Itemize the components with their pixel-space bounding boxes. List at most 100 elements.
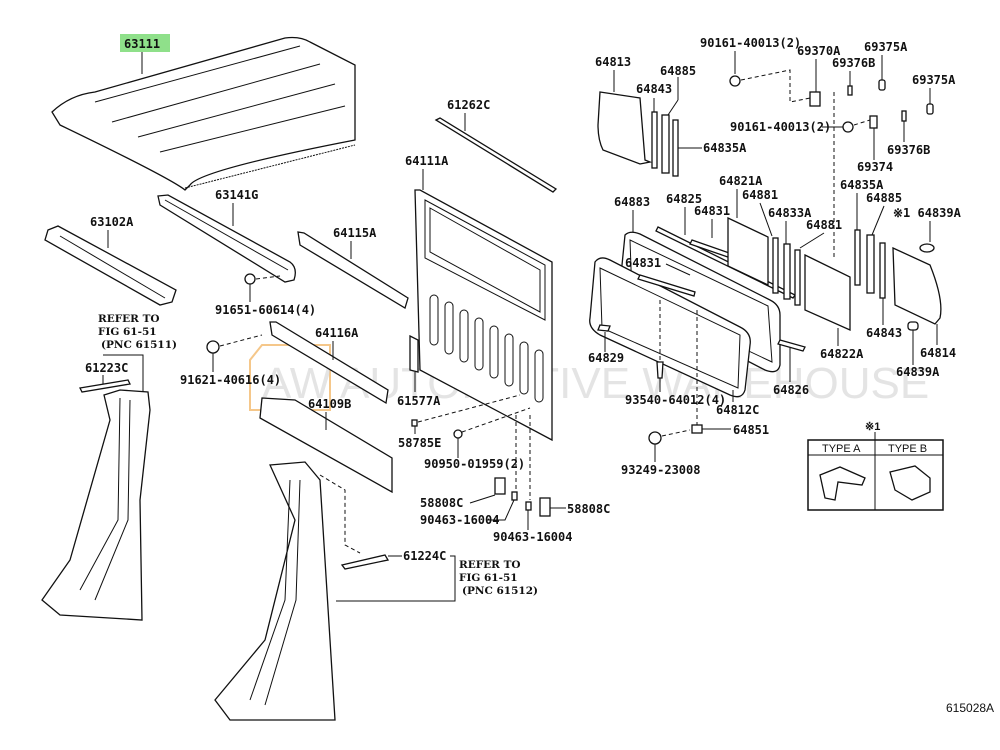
label-69375A-top[interactable]: 69375A xyxy=(864,40,908,54)
molding-64826[interactable] xyxy=(777,339,806,352)
label-64821A[interactable]: 64821A xyxy=(719,174,763,188)
label-63141G[interactable]: 63141G xyxy=(215,188,258,202)
screw-icon[interactable] xyxy=(648,431,662,445)
strip-64885[interactable] xyxy=(866,234,875,294)
roof-rail-63141G[interactable] xyxy=(157,194,296,283)
pin-icon[interactable] xyxy=(511,491,518,501)
label-64885-top[interactable]: 64885 xyxy=(660,64,696,78)
label-64115A[interactable]: 64115A xyxy=(333,226,377,240)
label-61223C[interactable]: 61223C xyxy=(85,361,128,375)
label-69374[interactable]: 69374 xyxy=(857,160,893,174)
label-64851[interactable]: 64851 xyxy=(733,423,769,437)
roof-bow-63102A[interactable] xyxy=(44,225,177,306)
label-90161-40013-bottom[interactable]: 90161-40013(2) xyxy=(730,120,831,134)
clip-64829[interactable] xyxy=(597,324,611,332)
label-64843-bottom[interactable]: 64843 xyxy=(866,326,902,340)
plug-69375A[interactable] xyxy=(926,103,934,115)
label-64885-bottom[interactable]: 64885 xyxy=(866,191,902,205)
label-64831-top[interactable]: 64831 xyxy=(694,204,730,218)
label-61262C[interactable]: 61262C xyxy=(447,98,490,112)
bolt-icon[interactable] xyxy=(244,273,256,285)
hinge-icon[interactable] xyxy=(539,497,551,517)
clip-64839A[interactable] xyxy=(907,321,919,331)
roof-panel[interactable] xyxy=(51,36,356,191)
strip-64881[interactable] xyxy=(794,249,801,306)
bolt-icon[interactable] xyxy=(206,340,220,354)
label-90950-01959[interactable]: 90950-01959(2) xyxy=(424,457,525,471)
label-90463-16004-left[interactable]: 90463-16004 xyxy=(420,513,499,527)
label-64839A-top[interactable]: ※1 64839A xyxy=(893,206,962,220)
strip-64843[interactable] xyxy=(879,242,886,299)
label-64839A-bottom[interactable]: 64839A xyxy=(896,365,940,379)
strip-64833A[interactable] xyxy=(783,243,791,300)
clip-64839A[interactable] xyxy=(919,243,935,253)
label-64822A[interactable]: 64822A xyxy=(820,347,864,361)
rail-64116A[interactable] xyxy=(269,321,389,405)
label-64833A[interactable]: 64833A xyxy=(768,206,812,220)
label-91621-40616[interactable]: 91621-40616(4) xyxy=(180,373,281,387)
label-58808C-left[interactable]: 58808C xyxy=(420,496,463,510)
label-69375A-right[interactable]: 69375A xyxy=(912,73,956,87)
label-64881-bottom[interactable]: 64881 xyxy=(806,218,842,232)
strip-64881[interactable] xyxy=(772,237,779,294)
label-64829[interactable]: 64829 xyxy=(588,351,624,365)
clip-69370A[interactable] xyxy=(809,91,821,107)
label-63102A[interactable]: 63102A xyxy=(90,215,134,229)
clip-icon[interactable] xyxy=(411,419,418,427)
strip-64835A[interactable] xyxy=(854,229,861,286)
label-64826[interactable]: 64826 xyxy=(773,383,809,397)
label-69376B-top[interactable]: 69376B xyxy=(832,56,875,70)
plug-69376B[interactable] xyxy=(847,85,853,96)
clip-69374[interactable] xyxy=(869,115,878,129)
glass-64822A[interactable] xyxy=(804,253,851,332)
back-panel-64111A[interactable] xyxy=(414,189,553,442)
label-64835A-top[interactable]: 64835A xyxy=(703,141,747,155)
plug-69376B[interactable] xyxy=(901,110,907,122)
label-69370A[interactable]: 69370A xyxy=(797,44,841,58)
screw-icon[interactable] xyxy=(729,75,741,87)
crossmember-64109B[interactable] xyxy=(259,397,393,494)
label-61577A[interactable]: 61577A xyxy=(397,394,441,408)
pillar-right[interactable] xyxy=(214,461,336,721)
window-frame-64812C[interactable] xyxy=(589,257,751,398)
label-69376B-bottom[interactable]: 69376B xyxy=(887,143,930,157)
label-64813[interactable]: 64813 xyxy=(595,55,631,69)
strip-64885[interactable] xyxy=(661,114,670,174)
run-64831-bottom[interactable] xyxy=(637,274,696,297)
plug-icon[interactable] xyxy=(453,429,463,439)
label-61224C[interactable]: 61224C xyxy=(403,549,446,563)
label-58785E[interactable]: 58785E xyxy=(398,436,441,450)
strip-64835A[interactable] xyxy=(672,119,679,177)
clip-64851[interactable] xyxy=(691,424,703,434)
label-90161-40013-top[interactable]: 90161-40013(2) xyxy=(700,36,801,50)
label-63111[interactable]: 63111 xyxy=(124,37,160,51)
label-64814[interactable]: 64814 xyxy=(920,346,956,360)
weatherstrip-61262C[interactable] xyxy=(434,117,558,193)
label-64111A[interactable]: 64111A xyxy=(405,154,449,168)
strip-64843[interactable] xyxy=(651,111,658,169)
pin-icon[interactable] xyxy=(525,501,532,511)
label-58808C-right[interactable]: 58808C xyxy=(567,502,610,516)
label-64881-top[interactable]: 64881 xyxy=(742,188,778,202)
label-64116A[interactable]: 64116A xyxy=(315,326,359,340)
label-91651-60614[interactable]: 91651-60614(4) xyxy=(215,303,316,317)
label-93249-23008[interactable]: 93249-23008 xyxy=(621,463,700,477)
pillar-left[interactable] xyxy=(41,389,151,621)
hinge-icon[interactable] xyxy=(494,477,506,495)
label-64825[interactable]: 64825 xyxy=(666,192,702,206)
label-64883[interactable]: 64883 xyxy=(614,195,650,209)
label-64812C[interactable]: 64812C xyxy=(716,403,759,417)
label-64109B[interactable]: 64109B xyxy=(308,397,351,411)
glass-64821A[interactable] xyxy=(727,216,769,287)
bracket-61224C[interactable] xyxy=(340,554,390,570)
screw-icon[interactable] xyxy=(842,121,854,133)
label-93540-64012[interactable]: 93540-64012(4) xyxy=(625,393,726,407)
glass-64814[interactable] xyxy=(892,246,942,325)
rail-64115A[interactable] xyxy=(297,231,409,309)
label-64835A-bottom[interactable]: 64835A xyxy=(840,178,884,192)
label-64843-top[interactable]: 64843 xyxy=(636,82,672,96)
clip-93540[interactable] xyxy=(656,361,664,379)
bracket-61223C[interactable] xyxy=(79,379,131,393)
bracket-61577A[interactable] xyxy=(409,334,419,373)
plug-69375A[interactable] xyxy=(878,79,886,91)
